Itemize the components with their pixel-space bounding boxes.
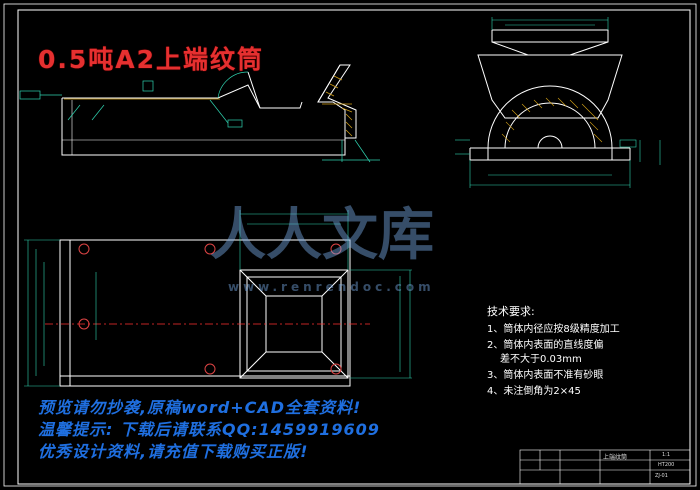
bolt-hole-1	[78, 243, 90, 255]
section-outline	[61, 64, 357, 156]
title-block-drawing-no: ZJ-01	[655, 473, 668, 479]
arch-dimensions	[455, 17, 661, 188]
hopper-left-wall	[247, 71, 261, 109]
bolt-hole-5	[204, 363, 216, 375]
requirement-item: 3、筒体内表面不准有砂眼	[487, 370, 604, 381]
requirement-item: 2、筒体内表面的直线度偏	[487, 340, 604, 351]
promo-line-1: 预览请勿抄袭,原稿word+CAD全套资料!	[38, 398, 362, 417]
bolt-hole-3	[330, 243, 342, 255]
outer-frame	[3, 3, 697, 487]
arch-hatch	[501, 97, 603, 143]
inner-arch	[504, 102, 596, 149]
bolt-hole-6	[330, 363, 342, 375]
section-inner-line	[62, 84, 303, 109]
drawing-title: 0.5吨A2上端纹筒	[38, 45, 265, 74]
plan-dimensions	[24, 210, 412, 387]
inner-frame	[17, 9, 691, 485]
bore-arch	[537, 135, 563, 149]
title-block-material: HT200	[658, 462, 675, 468]
section-annotations	[19, 71, 380, 163]
requirements-heading: 技术要求:	[487, 305, 535, 318]
title-block-scale: 1:1	[662, 452, 671, 458]
watermark-url: www.renrendoc.com	[228, 280, 435, 294]
title-block-name: 上端纹筒	[603, 454, 628, 461]
arch-view	[469, 29, 631, 161]
funnel-outline	[477, 29, 623, 119]
flange-plate	[59, 239, 351, 387]
promo-line-3: 优秀设计资料,请充值下载购买正版!	[38, 442, 309, 461]
requirement-item: 4、未注倒角为2×45	[487, 386, 581, 397]
promo-line-2: 温馨提示: 下载后请联系QQ:1459919609	[38, 420, 380, 439]
hopper-right-wall	[317, 64, 341, 103]
requirement-item: 1、筒体内径应按8级精度加工	[487, 324, 620, 335]
requirement-item: 差不大于0.03mm	[500, 354, 582, 365]
title-block	[519, 449, 691, 485]
section-view	[61, 64, 357, 156]
bolt-hole-2	[204, 243, 216, 255]
outer-arch	[487, 85, 613, 149]
watermark-text: 人人文库	[210, 203, 434, 268]
section-hatch	[64, 75, 353, 137]
